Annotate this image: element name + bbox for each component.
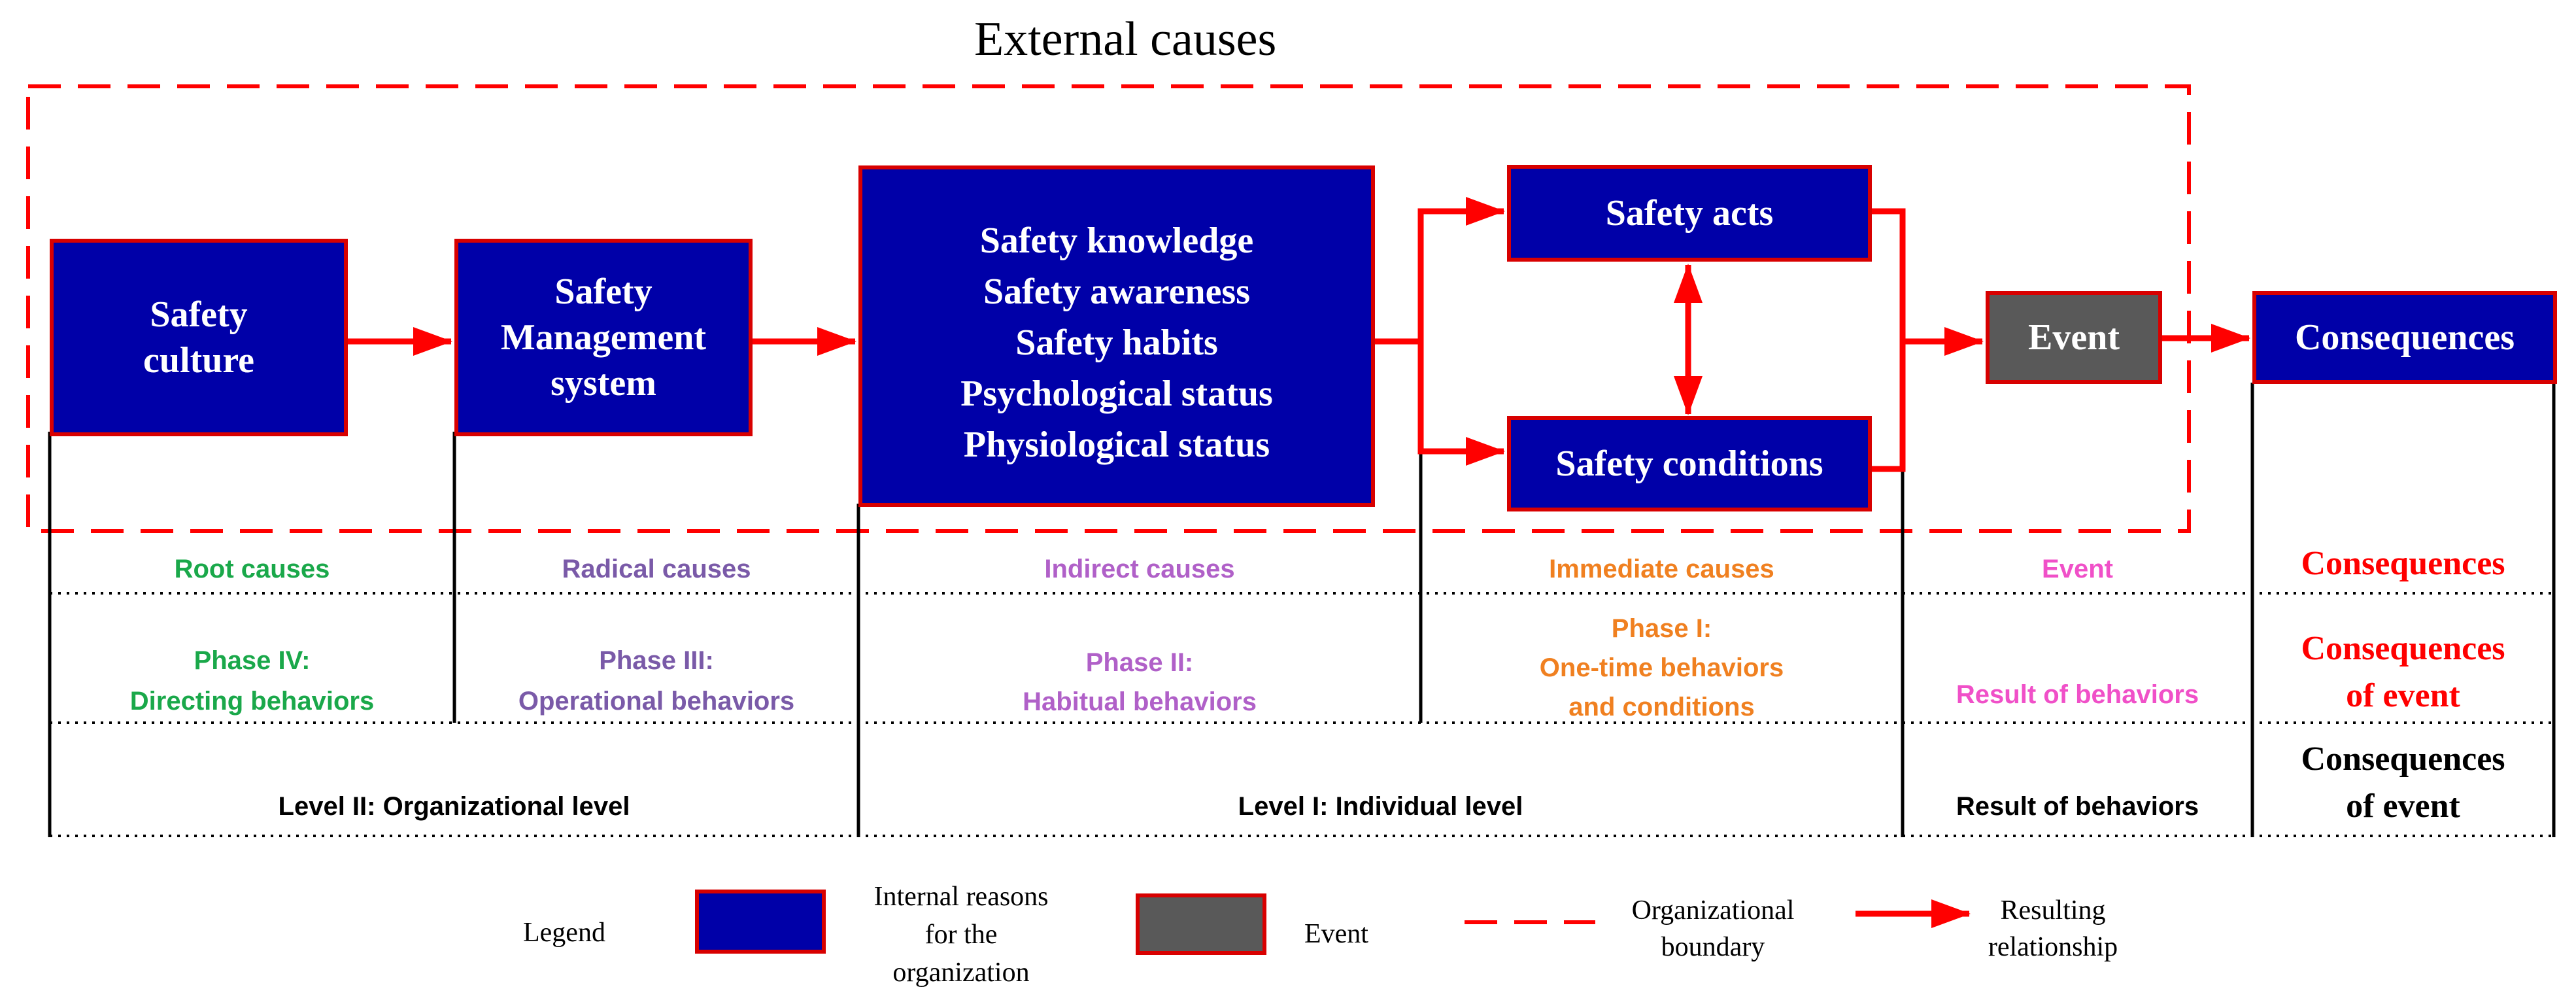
label-line: Consequences <box>2301 740 2505 778</box>
box-text-line: Physiological status <box>963 424 1270 465</box>
legend-line: Organizational <box>1631 895 1795 926</box>
box-individual-factors: Safety knowledge Safety awareness Safety… <box>858 165 1375 507</box>
legend-line: relationship <box>1988 932 2118 962</box>
label-line: and conditions <box>1568 693 1755 721</box>
row-separators <box>50 592 2554 837</box>
legend-internal-swatch <box>695 890 826 954</box>
label-line: Operational behaviors <box>518 687 795 716</box>
label-line: Phase IV: <box>194 646 311 675</box>
column-dividers <box>48 340 2556 837</box>
label-phase-ii: Phase II: Habitual behaviors <box>858 644 1421 720</box>
legend-internal-reasons: Internal reasons for the organization <box>850 878 1072 992</box>
legend-event-swatch <box>1136 893 1266 955</box>
label-consequences-of-event: Consequences of event <box>2252 736 2554 830</box>
label-level-ii: Level II: Organizational level <box>278 792 630 821</box>
box-safety-acts: Safety acts <box>1507 165 1872 262</box>
label-immediate-causes: Immediate causes <box>1549 555 1774 583</box>
box-text-line: Psychological status <box>960 373 1273 414</box>
arrow-conditions-to-event <box>1869 341 1906 472</box>
label-phase-iv: Phase IV: Directing behaviors <box>50 642 454 719</box>
box-text-line: Safety habits <box>1015 322 1218 363</box>
label-consequences: Consequences <box>2301 545 2505 582</box>
box-text-line: Safety acts <box>1605 193 1774 234</box>
label-consequences-of-event-red: Consequences of event <box>2252 625 2554 719</box>
arrow-acts-to-event <box>1869 208 1984 356</box>
label-line: of event <box>2346 677 2460 714</box>
label-line: One-time behaviors <box>1539 653 1784 682</box>
label-line: Phase III: <box>599 646 714 675</box>
legend-relationship: Resulting relationship <box>1968 892 2138 965</box>
box-text-line: Safety conditions <box>1555 443 1823 484</box>
label-result-of-behaviors: Result of behaviors <box>1956 792 2199 821</box>
label-indirect-causes: Indirect causes <box>1044 555 1235 583</box>
label-line: Phase II: <box>1085 648 1194 677</box>
arrow-individual-to-conditions <box>1417 341 1505 466</box>
label-line: Habitual behaviors <box>1023 687 1257 716</box>
label-line: of event <box>2346 788 2460 825</box>
box-text-line: Consequences <box>2294 317 2515 358</box>
organizational-boundary <box>26 84 2191 533</box>
label-result-of-behaviors-pink: Result of behaviors <box>1956 680 2199 709</box>
box-text-line: system <box>551 363 656 404</box>
legend-line: Internal reasons <box>873 882 1049 912</box>
label-line: Consequences <box>2301 630 2505 667</box>
label-line: Directing behaviors <box>129 687 375 716</box>
label-phase-i: Phase I: One-time behaviors and conditio… <box>1421 610 1903 725</box>
box-text-line: Safety <box>150 294 248 335</box>
box-safety-culture: Safety culture <box>50 239 348 436</box>
box-text-line: Event <box>2028 317 2120 358</box>
legend-line: Resulting <box>2000 895 2106 926</box>
arrow-individual-to-acts <box>1373 197 1505 345</box>
box-safety-conditions: Safety conditions <box>1507 416 1872 511</box>
legend-title: Legend <box>523 918 605 948</box>
box-consequences: Consequences <box>2252 291 2557 384</box>
label-line: Phase I: <box>1611 614 1712 643</box>
label-event: Event <box>2042 555 2113 583</box>
legend-event: Event <box>1304 919 1368 949</box>
diagram-title: External causes <box>974 12 1277 66</box>
label-radical-causes: Radical causes <box>562 555 751 583</box>
legend-line: boundary <box>1661 932 1765 962</box>
label-phase-iii: Phase III: Operational behaviors <box>454 642 858 719</box>
legend-line: for the <box>924 920 998 950</box>
legend-line: organization <box>892 958 1030 988</box>
box-safety-management-system: Safety Management system <box>454 239 753 436</box>
box-text-line: culture <box>143 340 255 381</box>
legend-boundary: Organizational boundary <box>1615 892 1811 965</box>
box-text-line: Management <box>500 317 707 358</box>
label-level-i: Level I: Individual level <box>1238 792 1523 821</box>
box-event: Event <box>1986 291 2162 384</box>
box-text-line: Safety knowledge <box>979 220 1254 261</box>
box-text-line: Safety awareness <box>983 271 1251 312</box>
box-text-line: Safety <box>554 271 652 312</box>
label-root-causes: Root causes <box>174 555 330 583</box>
